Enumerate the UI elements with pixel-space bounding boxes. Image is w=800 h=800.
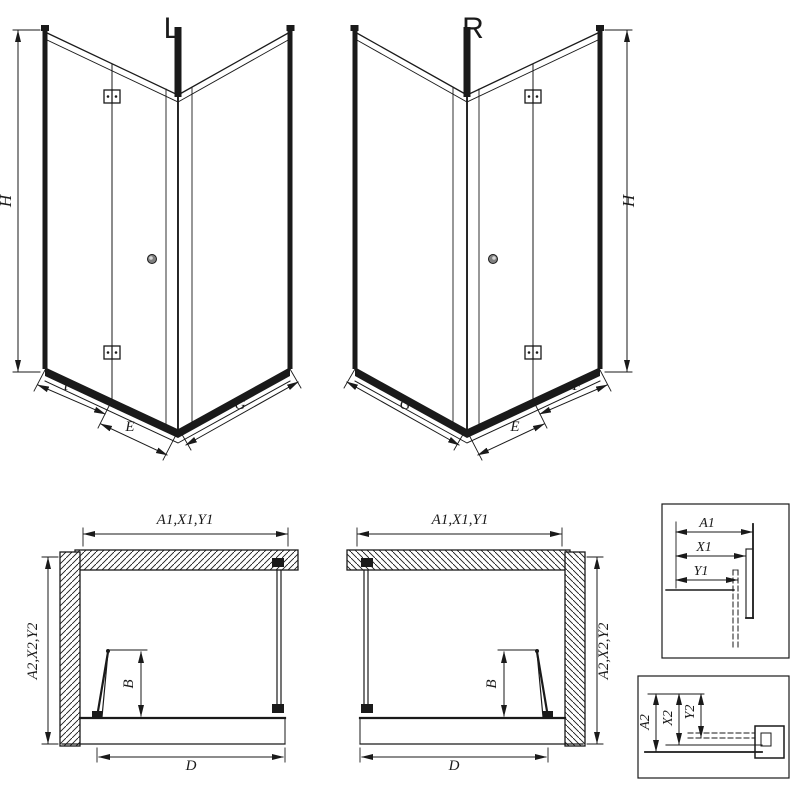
wall-hatch-side xyxy=(59,551,81,747)
detail-bottom-dim-a2: A2 xyxy=(638,714,653,731)
wall-profile-section xyxy=(754,725,785,759)
variant-label-right: R xyxy=(462,12,484,45)
plan-left-dim-top: A1,X1,Y1 xyxy=(156,512,214,528)
plan-left-dim-width-d: D xyxy=(185,758,197,774)
plan-right-structure xyxy=(347,528,603,762)
dim-label-f-left: F xyxy=(62,378,73,394)
plan-right-dim-door-b: B xyxy=(484,679,500,688)
plan-left-dim-door-b: B xyxy=(121,679,137,688)
dim-label-h-left: H xyxy=(0,193,15,208)
detail-top-dim-y1: Y1 xyxy=(694,564,709,579)
dim-label-e-left: E xyxy=(124,419,134,435)
linework xyxy=(12,25,790,779)
dim-front-bottom xyxy=(33,368,302,461)
wall-profile-right xyxy=(287,28,293,369)
plan-right-dim-top: A1,X1,Y1 xyxy=(431,512,489,528)
detail-top-dim-a1: A1 xyxy=(698,516,715,531)
door-knob-icon xyxy=(147,254,157,264)
dim-side-a2 xyxy=(41,556,59,745)
detail-bottom-box xyxy=(637,675,790,779)
hinge-icon xyxy=(103,345,121,360)
dim-label-h-right: H xyxy=(619,193,638,208)
dim-height xyxy=(12,29,41,373)
dim-door-b xyxy=(109,649,148,717)
plan-right-dim-width-d: D xyxy=(448,758,460,774)
plan-left-structure xyxy=(41,527,299,763)
labels: L H F E G R H F E G A1,X1,Y1 A2,X2,Y2 B … xyxy=(0,12,715,774)
wall-profile-left xyxy=(42,28,48,369)
plan-right-dim-side: A2,X2,Y2 xyxy=(596,622,612,680)
detail-top-dim-x1: X1 xyxy=(695,540,712,555)
variant-label-left: L xyxy=(164,12,181,45)
hinge-icon xyxy=(103,89,121,104)
detail-top-box xyxy=(661,503,790,659)
detail-bottom-dim-x2: X2 xyxy=(661,710,676,727)
dim-label-g-right: G xyxy=(400,397,411,413)
detail-bottom-dim-y2: Y2 xyxy=(683,705,698,720)
door-panel-open xyxy=(95,650,110,719)
corner-profile xyxy=(174,27,182,97)
dim-label-f-right: F xyxy=(571,378,582,394)
dim-top-a1 xyxy=(82,527,289,547)
glass-bracket xyxy=(272,704,284,713)
side-glass-panel xyxy=(177,30,291,432)
iso-left-structure xyxy=(12,25,302,461)
dim-label-e-right: E xyxy=(509,419,519,435)
glass-bracket xyxy=(272,558,284,567)
dim-label-g-left: G xyxy=(235,397,246,413)
dim-width-d xyxy=(96,747,286,763)
wall-hatch-top xyxy=(74,549,299,571)
plan-left-dim-side: A2,X2,Y2 xyxy=(25,622,41,680)
iso-right-structure xyxy=(344,25,632,460)
